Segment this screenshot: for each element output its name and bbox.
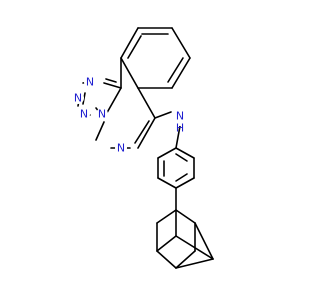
bond bbox=[175, 125, 181, 149]
bond bbox=[156, 209, 177, 224]
bond bbox=[171, 57, 191, 89]
nitrogen-atom-label: N bbox=[72, 92, 84, 105]
bond bbox=[134, 120, 150, 144]
bond bbox=[175, 173, 188, 182]
atom-label-layer: N N N N N N H bbox=[72, 76, 187, 155]
bond bbox=[137, 117, 156, 149]
svg-text:N: N bbox=[86, 76, 94, 89]
svg-text:N: N bbox=[98, 108, 106, 121]
svg-text:N: N bbox=[80, 108, 88, 121]
nitrogen-atom-label: N bbox=[115, 142, 127, 155]
structure-diagram: N N N N N N H bbox=[72, 27, 214, 269]
bond bbox=[157, 147, 177, 159]
bond-layer bbox=[77, 27, 214, 269]
bond bbox=[175, 209, 196, 224]
bond bbox=[194, 222, 214, 260]
bond bbox=[175, 250, 196, 269]
bond bbox=[175, 177, 195, 189]
nitrogen-atom-label: N bbox=[96, 108, 108, 121]
bond bbox=[156, 235, 177, 252]
svg-text:N: N bbox=[176, 110, 184, 123]
bond bbox=[105, 78, 117, 83]
bond bbox=[120, 57, 139, 89]
bond bbox=[167, 57, 184, 83]
bond bbox=[120, 27, 139, 59]
nitrogen-atom-label: N bbox=[78, 108, 90, 121]
bond bbox=[175, 153, 188, 162]
bond bbox=[175, 235, 214, 260]
molecule-canvas: N N N N N N H bbox=[72, 27, 214, 269]
amine-nitrogen-label: N H bbox=[173, 110, 187, 135]
bond bbox=[103, 82, 122, 89]
bond bbox=[82, 92, 86, 105]
bond bbox=[171, 27, 191, 59]
bond bbox=[154, 111, 172, 119]
bond bbox=[95, 121, 105, 141]
nitrogen-atom-label: N bbox=[84, 76, 96, 89]
bond bbox=[157, 177, 177, 189]
bond bbox=[137, 87, 156, 119]
svg-text:N: N bbox=[74, 92, 82, 105]
svg-text:N: N bbox=[117, 142, 125, 155]
bond bbox=[175, 258, 214, 269]
bond bbox=[156, 250, 177, 269]
bond bbox=[127, 35, 142, 59]
svg-text:H: H bbox=[176, 122, 184, 135]
bond bbox=[175, 147, 195, 159]
